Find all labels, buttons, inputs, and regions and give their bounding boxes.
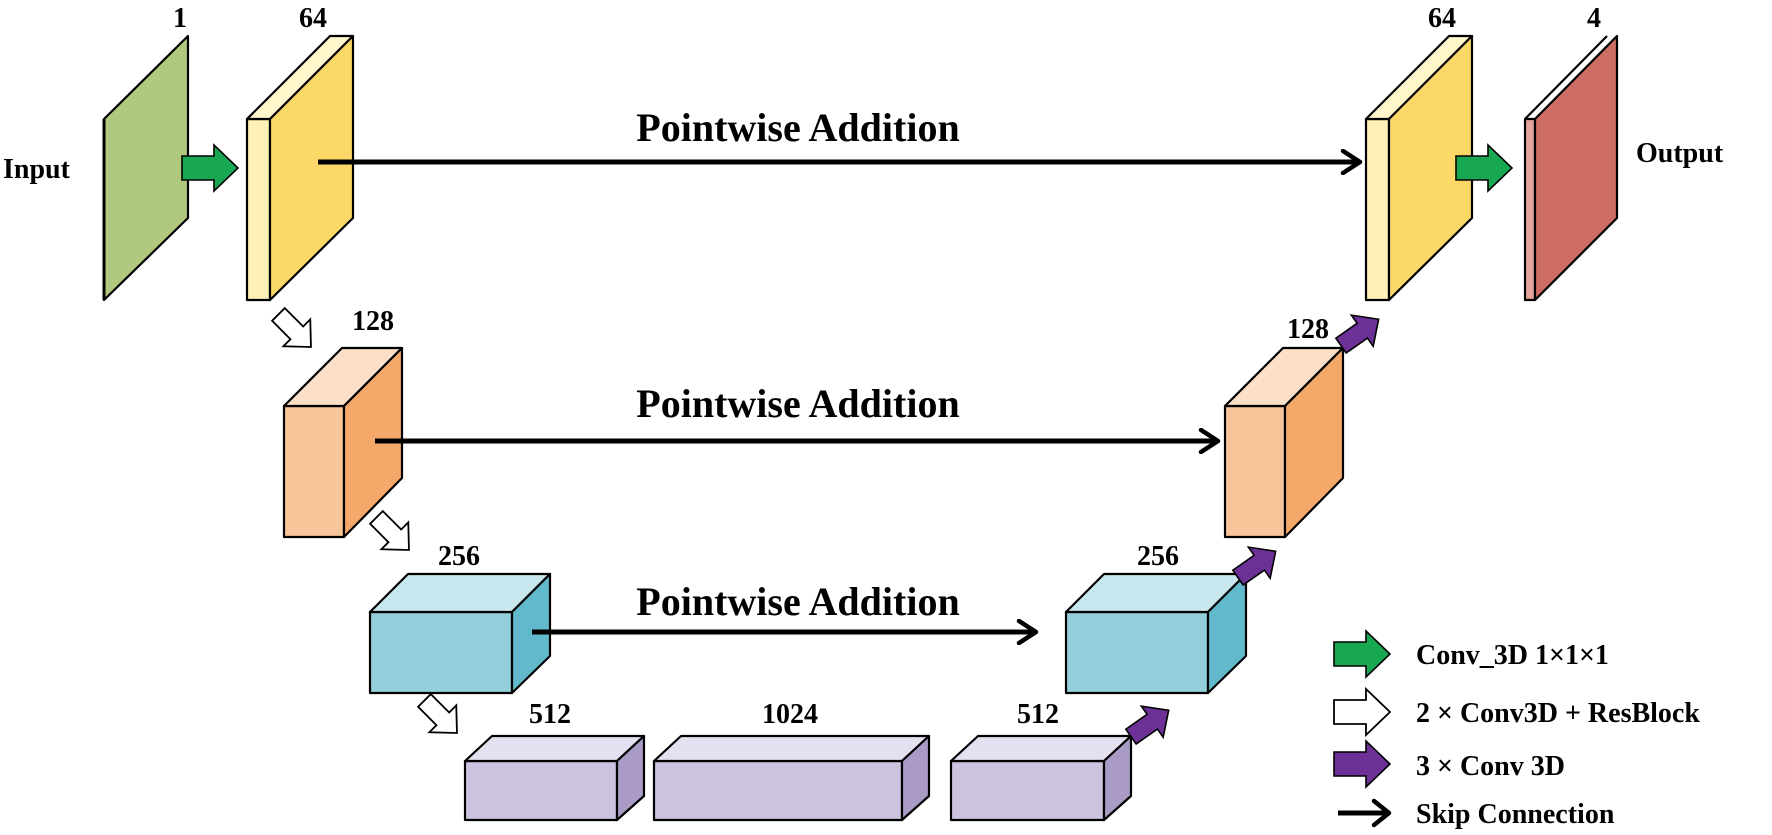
resblock-arrow-down2 <box>368 509 410 551</box>
skip-label-level2: Pointwise Addition <box>636 381 959 426</box>
legend-item-conv3d: 3 × Conv 3D <box>1333 739 1565 789</box>
channel-label-output: 4 <box>1587 3 1601 34</box>
output-block <box>1523 34 1619 302</box>
skip-label-level3: Pointwise Addition <box>636 579 959 624</box>
legend-label: Conv_3D 1×1×1 <box>1416 640 1609 671</box>
black-arrow-icon <box>1338 798 1392 828</box>
channel-label-enc4: 512 <box>529 699 571 730</box>
enc1-block-side <box>268 34 355 302</box>
bottleneck-block-side <box>900 734 931 822</box>
legend-label: Skip Connection <box>1416 799 1615 830</box>
enc1-block <box>245 34 355 302</box>
output-block-side <box>1533 34 1619 302</box>
purple-arrow-icon <box>1333 739 1392 789</box>
legend-item-skip: Skip Connection <box>1338 798 1615 830</box>
channel-label-enc2: 128 <box>352 306 394 337</box>
dec2-block <box>1223 346 1345 539</box>
channel-label-input: 1 <box>173 3 187 34</box>
skip-label-level1: Pointwise Addition <box>636 105 959 150</box>
dec4-block-front <box>949 759 1106 822</box>
enc2-block-front <box>282 404 346 539</box>
enc3-block <box>368 572 552 695</box>
bottleneck-block <box>652 734 931 822</box>
resblock-arrow-down1 <box>270 306 312 348</box>
dec1-block <box>1364 34 1474 302</box>
enc3-block-side <box>510 572 552 695</box>
channel-label-dec3: 256 <box>1137 541 1179 572</box>
dec4-block <box>949 734 1133 822</box>
channel-label-bottleneck: 1024 <box>762 699 818 730</box>
input-label: Input <box>3 154 71 185</box>
green-arrow-icon <box>1333 629 1392 679</box>
conv1x1-arrow-input <box>181 143 240 193</box>
legend-item-conv1x1: Conv_3D 1×1×1 <box>1333 629 1609 679</box>
bottleneck-block-front <box>652 759 904 822</box>
input-block-front <box>102 34 190 302</box>
dec3-block-side <box>1206 572 1248 695</box>
enc2-block-side <box>342 346 404 539</box>
white-arrow-icon <box>1333 686 1392 738</box>
dec4-block-side <box>1102 734 1133 822</box>
dec4-block-top <box>949 734 1133 763</box>
legend: Conv_3D 1×1×1 2 × Conv3D + ResBlock 3 × … <box>1333 629 1700 830</box>
channel-label-dec4: 512 <box>1017 699 1059 730</box>
enc4-block-front <box>463 759 619 822</box>
legend-label: 3 × Conv 3D <box>1416 751 1565 782</box>
resblock-arrow-down3 <box>416 692 458 734</box>
dec3-block <box>1064 572 1248 695</box>
bottleneck-block-top <box>652 734 931 763</box>
output-label: Output <box>1636 138 1724 169</box>
dec1-block-face <box>1364 117 1391 302</box>
enc1-block-face <box>245 117 272 302</box>
channel-label-dec2: 128 <box>1287 314 1329 345</box>
output-block-face <box>1523 117 1537 302</box>
enc4-block-top <box>463 734 646 763</box>
legend-label: 2 × Conv3D + ResBlock <box>1416 698 1700 729</box>
enc4-block-side <box>615 734 646 822</box>
dec3-block-front <box>1064 610 1210 695</box>
dec2-block-side <box>1283 346 1345 539</box>
conv3d-arrow-up3 <box>1334 314 1380 355</box>
enc2-block <box>282 346 404 539</box>
channel-label-enc3: 256 <box>438 541 480 572</box>
conv1x1-arrow-output <box>1455 143 1514 193</box>
input-block <box>102 34 190 302</box>
dec2-block-front <box>1223 404 1287 539</box>
enc3-block-front <box>368 610 514 695</box>
legend-item-resblock: 2 × Conv3D + ResBlock <box>1333 686 1700 738</box>
channel-label-dec1: 64 <box>1428 3 1456 34</box>
conv3d-arrow-up2 <box>1231 546 1277 587</box>
channel-label-enc1: 64 <box>299 3 327 34</box>
dec1-block-side <box>1387 34 1474 302</box>
enc4-block <box>463 734 646 822</box>
conv3d-arrow-up1 <box>1124 705 1170 746</box>
